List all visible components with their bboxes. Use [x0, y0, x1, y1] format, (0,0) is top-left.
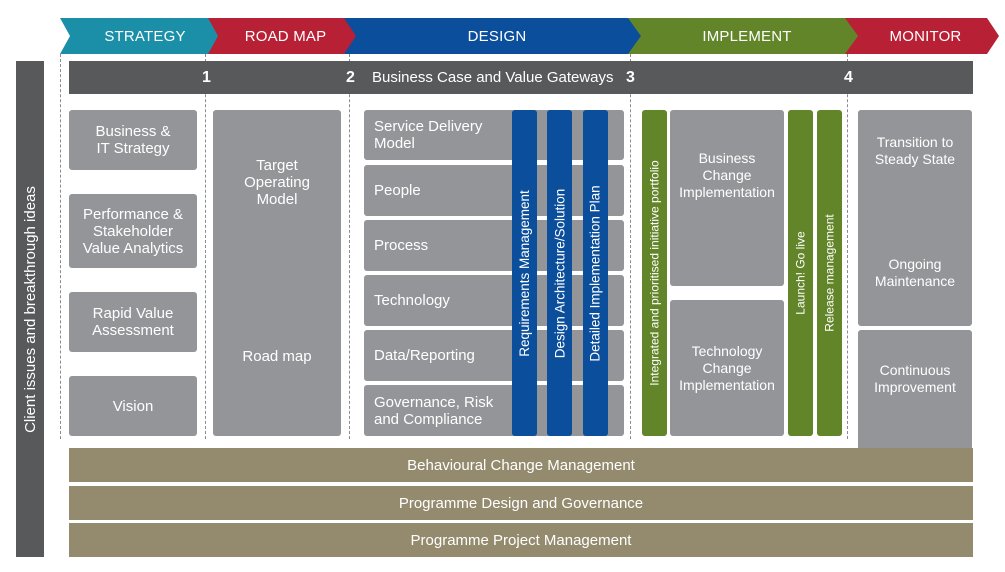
gateway-number-4: 4	[844, 69, 853, 86]
monitor-item-ongoing-maintenance[interactable]: Ongoing Maintenance	[858, 220, 972, 326]
implement-bar-portfolio[interactable]: Integrated and prioritised initiative po…	[642, 110, 667, 436]
implement-bar-release[interactable]: Release management	[817, 110, 842, 436]
monitor-item-continuous-improvement[interactable]: Continuous Improvement	[858, 330, 972, 468]
side-label: Client issues and breakthrough ideas	[21, 185, 39, 433]
strategy-item-rapid-value[interactable]: Rapid Value Assessment	[69, 292, 197, 352]
phase-label-monitor: MONITOR	[889, 27, 962, 45]
gateway-number-2: 2	[346, 69, 355, 86]
design-item-process[interactable]: Process	[364, 220, 624, 271]
design-item-data-reporting[interactable]: Data/Reporting	[364, 330, 624, 381]
phase-label-strategy: STRATEGY	[104, 27, 186, 45]
divider-strategy-start	[60, 54, 61, 439]
roadmap-item-target-operating-model[interactable]: Target Operating Model	[213, 110, 341, 308]
implement-item-technology-change[interactable]: Technology Change Implementation	[670, 300, 784, 436]
design-item-people[interactable]: People	[364, 165, 624, 216]
phase-label-roadmap: ROAD MAP	[244, 27, 327, 45]
monitor-item-transition[interactable]: Transition to Steady State	[858, 110, 972, 240]
design-bar-implementation-plan-label: Detailed Implementation Plan	[588, 184, 604, 362]
band-behavioural-change[interactable]: Behavioural Change Management	[69, 448, 973, 482]
phase-label-implement: IMPLEMENT	[702, 27, 792, 45]
gateway-number-1: 1	[202, 69, 211, 86]
implement-bar-launch-label: Launch! Go live	[793, 231, 808, 315]
phase-arrow-implement[interactable]	[628, 18, 860, 54]
roadmap-item-road-map[interactable]: Road map	[213, 277, 341, 436]
strategy-item-business-it[interactable]: Business & IT Strategy	[69, 110, 197, 170]
divider-gate-3	[630, 54, 631, 439]
design-item-governance[interactable]: Governance, Risk and Compliance	[364, 385, 624, 436]
implement-bar-release-label: Release management	[822, 214, 837, 332]
phase-arrow-roadmap[interactable]	[208, 18, 358, 54]
design-bar-requirements[interactable]: Requirements Management	[512, 110, 537, 436]
design-bar-architecture[interactable]: Design Architecture/Solution	[547, 110, 572, 436]
side-label-bar: Client issues and breakthrough ideas	[16, 61, 44, 557]
divider-gate-4	[847, 54, 848, 439]
phase-chevrons	[60, 18, 999, 54]
gateway-number-3: 3	[626, 69, 635, 86]
divider-gate-2	[349, 54, 350, 439]
phase-label-design: DESIGN	[467, 27, 527, 45]
design-bar-architecture-label: Design Architecture/Solution	[552, 188, 567, 358]
phase-arrow-strategy[interactable]	[60, 18, 220, 54]
phase-arrow-design[interactable]	[344, 18, 643, 54]
strategy-item-performance[interactable]: Performance & Stakeholder Value Analytic…	[69, 194, 197, 268]
implement-bar-launch[interactable]: Launch! Go live	[788, 110, 813, 436]
design-item-technology[interactable]: Technology	[364, 275, 624, 326]
strategy-item-vision[interactable]: Vision	[69, 376, 197, 436]
band-project-management[interactable]: Programme Project Management	[69, 523, 973, 557]
design-item-service-delivery[interactable]: Service Delivery Model	[364, 110, 624, 160]
gateway-bar	[69, 61, 973, 94]
implement-bar-portfolio-label: Integrated and prioritised initiative po…	[647, 160, 662, 386]
phase-arrow-monitor[interactable]	[845, 18, 999, 54]
band-programme-design[interactable]: Programme Design and Governance	[69, 486, 973, 520]
design-bar-implementation-plan[interactable]: Detailed Implementation Plan	[583, 110, 608, 436]
divider-gate-1	[205, 54, 206, 439]
implement-item-business-change[interactable]: Business Change Implementation	[670, 110, 784, 286]
design-bar-requirements-label: Requirements Management	[517, 189, 532, 357]
gateway-label: Business Case and Value Gateways	[372, 69, 614, 86]
